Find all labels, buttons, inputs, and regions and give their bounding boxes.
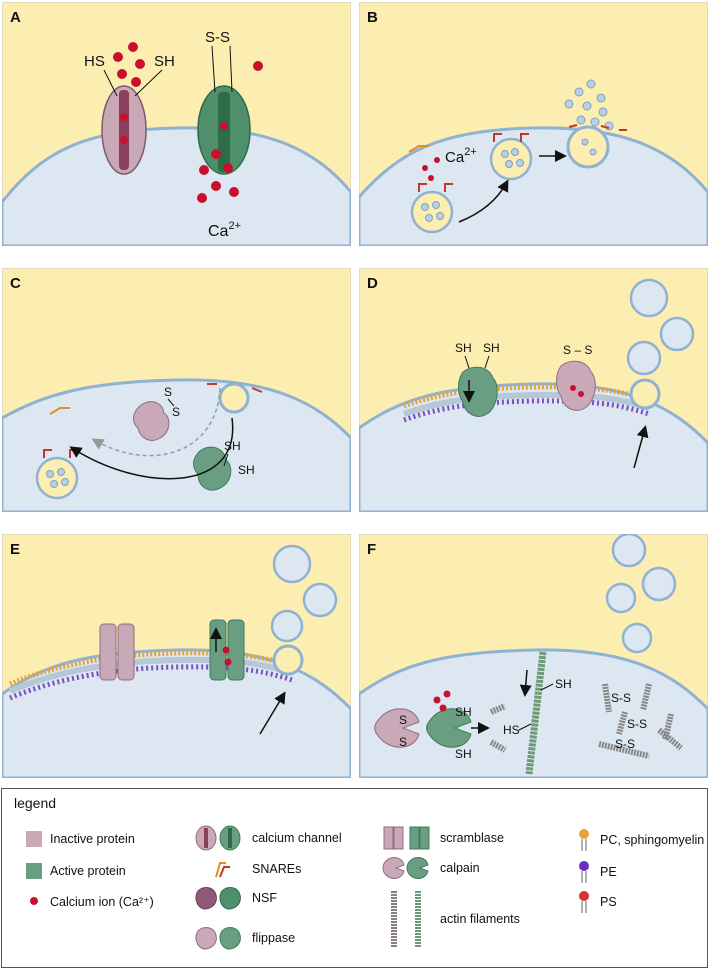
- panel-a-label: A: [10, 9, 21, 26]
- vesicle: [35, 456, 79, 500]
- s-label: S: [172, 405, 180, 419]
- calcium-ions: [113, 42, 263, 203]
- ss-label: S-S: [611, 691, 631, 705]
- hs-label: HS: [84, 53, 105, 70]
- sh-label: SH: [555, 677, 572, 691]
- snares-icon: [408, 124, 627, 192]
- panel-e-label: E: [10, 541, 20, 558]
- inactive-calcium-channel-icon: [101, 85, 147, 175]
- panel-a: A HS SH S-S Ca2+: [2, 2, 351, 246]
- legend-pc: PC, sphingomyelin: [576, 827, 704, 853]
- ss-label: S – S: [563, 343, 592, 357]
- fragmented-actin-filaments: [598, 683, 683, 759]
- legend-calcium-channel: calcium channel: [194, 825, 342, 851]
- ss-label: S-S: [615, 737, 635, 751]
- sh-label: SH: [455, 747, 472, 761]
- released-vesicles: [564, 79, 614, 156]
- legend-nsf: NSF: [194, 885, 277, 911]
- sh-label: SH: [224, 439, 241, 453]
- active-protein-swatch: [26, 863, 42, 879]
- pc-lipid-icon: [579, 829, 589, 851]
- sh-label: SH: [455, 705, 472, 719]
- legend-pe: PE: [576, 859, 617, 885]
- inactive-nsf-icon: [133, 401, 170, 441]
- panel-f-label: F: [367, 541, 376, 558]
- ss-label: S-S: [205, 29, 230, 46]
- s-label: S: [399, 713, 407, 727]
- calcium-ion-icon: [30, 897, 38, 905]
- active-scramblase-icon: [209, 619, 245, 681]
- legend-calcium-ion: Calcium ion (Ca²⁺): [26, 893, 154, 909]
- inactive-protein-swatch: [26, 831, 42, 847]
- actin-filament: [525, 651, 547, 775]
- panel-d: D SH SH S – S: [359, 268, 708, 512]
- scramblase-icon: [383, 826, 430, 850]
- vesicle: [410, 190, 454, 234]
- docked-vesicle: [489, 137, 533, 181]
- legend-ps: PS: [576, 889, 617, 915]
- ca-superscript: 2+: [228, 220, 241, 232]
- svg-text:Ca2+: Ca2+: [445, 146, 477, 166]
- ca-label: Ca: [445, 149, 465, 166]
- legend-snares: SNAREs: [194, 859, 301, 879]
- ps-lipid-icon: [579, 891, 589, 913]
- legend-active-protein: Active protein: [26, 863, 126, 879]
- panel-c-label: C: [10, 275, 21, 292]
- ss-label: S-S: [627, 717, 647, 731]
- ca-label: Ca: [208, 223, 229, 240]
- legend-actin-filaments: actin filaments: [382, 889, 520, 949]
- actin-filament-icon: [391, 891, 421, 947]
- ca-superscript: 2+: [464, 146, 477, 158]
- s-label: S: [399, 735, 407, 749]
- legend-inactive-protein: Inactive protein: [26, 831, 135, 847]
- legend-calpain: calpain: [382, 855, 480, 881]
- nsf-icon: [195, 887, 241, 910]
- legend-flippase: flippase: [194, 925, 295, 951]
- calpain-icon: [382, 857, 429, 879]
- inactive-flippase-icon: [556, 360, 596, 411]
- panel-b: B Ca2+: [359, 2, 708, 246]
- panel-f: F SH HS S S SH SH S-S S-S S-S: [359, 534, 708, 778]
- active-flippase-icon: [458, 366, 498, 417]
- sh-label: SH: [455, 341, 472, 355]
- inactive-calpain-icon: [374, 708, 420, 748]
- svg-text:Ca2+: Ca2+: [208, 220, 241, 240]
- inactive-scramblase-icon: [99, 623, 135, 681]
- pe-lipid-icon: [579, 861, 589, 883]
- snares-icon: [215, 862, 230, 878]
- active-calpain-icon: [426, 708, 472, 748]
- legend-title: legend: [14, 795, 57, 811]
- s-label: S: [164, 385, 172, 399]
- panel-b-label: B: [367, 9, 378, 26]
- legend-scramblase: scramblase: [382, 825, 504, 851]
- panel-e: E: [2, 534, 351, 778]
- hs-label: HS: [503, 723, 520, 737]
- sh-label: SH: [483, 341, 500, 355]
- panel-c: C S S SH SH: [2, 268, 351, 512]
- panel-d-label: D: [367, 275, 378, 292]
- sh-label: SH: [238, 463, 255, 477]
- flippase-icon: [195, 927, 241, 950]
- legend: legend Inactive protein Active protein C…: [1, 788, 708, 968]
- calcium-channel-icon: [195, 825, 241, 851]
- sh-label: SH: [154, 53, 175, 70]
